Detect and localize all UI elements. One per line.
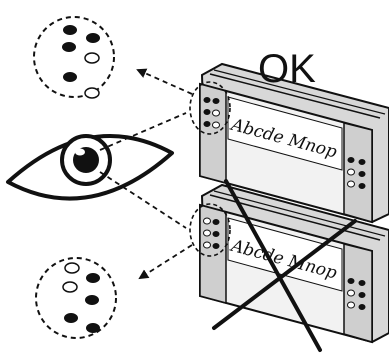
top-cassette: Abcde Mnop (189, 62, 389, 224)
eye-icon (6, 134, 174, 201)
top-focus-ring (189, 81, 231, 135)
top-left-holes (203, 97, 220, 129)
dashed-arrow-icon (99, 68, 193, 280)
bottom-right-holes (347, 278, 366, 310)
bottom-focus-ring (189, 203, 231, 257)
bottom-left-holes (203, 217, 220, 249)
top-zoom-circle (33, 16, 115, 99)
cross-out-icon (212, 179, 357, 352)
bottom-zoom-circle (35, 257, 117, 339)
ok-label: OK (258, 47, 316, 91)
top-right-holes (347, 157, 366, 189)
